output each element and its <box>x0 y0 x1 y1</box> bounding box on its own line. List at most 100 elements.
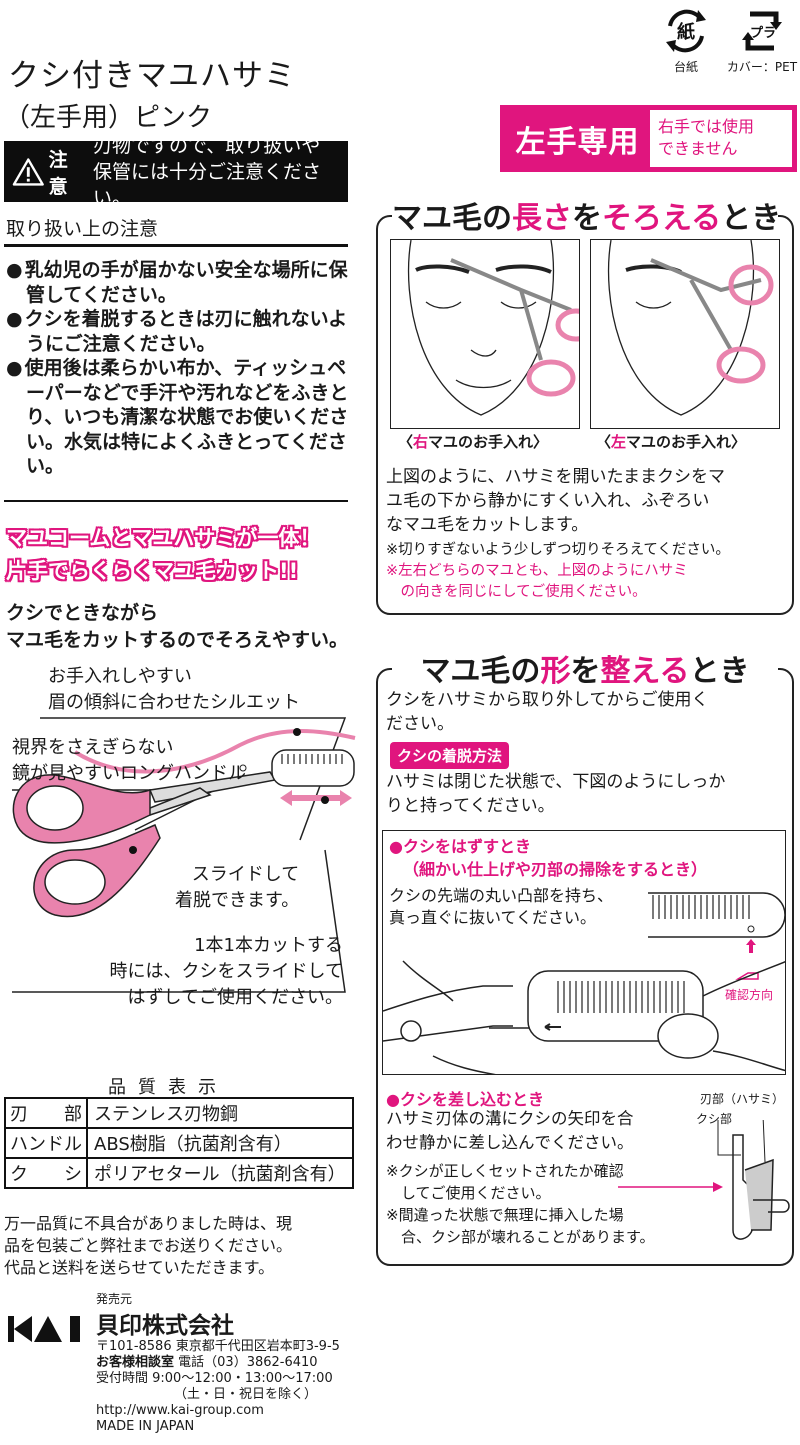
catchcopy-line: マユコームとマユハサミが一体！ <box>6 526 321 550</box>
instruction-line: 上図のように、ハサミを開いたままクシをマ <box>386 467 725 487</box>
warranty-line: 品を包装ごと弊社までお送りください。 <box>4 1236 293 1255</box>
caution-line: 刃物ですので、取り扱いや <box>93 134 321 157</box>
note-line: ※切りすぎないよう少しずつ切りそろえてください。 <box>386 542 730 558</box>
feature-line: 時には、クシをスライドして <box>109 961 343 982</box>
caution-label: 注意 <box>48 148 68 198</box>
catchcopy: マユコームとマユハサミが一体！ 片手でらくらくマユ毛カット!! <box>6 522 351 588</box>
caption-part: マユのお手入れ〉 <box>428 433 549 451</box>
feature-line: 眉の傾斜に合わせたシルエット <box>48 692 300 713</box>
origin: MADE IN JAPAN <box>96 1419 195 1434</box>
support-label: お客様相談室 <box>96 1355 175 1370</box>
title-line: （細かい仕上げや刃部の掃除をするとき） <box>403 860 708 879</box>
table-cell-key: クシ <box>4 1157 88 1189</box>
kai-logo-icon <box>8 1316 80 1342</box>
list-item: 乳幼児の手が届かない安全な場所に保管してください。 <box>6 258 351 307</box>
face-illustration-left-brow <box>590 239 780 429</box>
table-cell-key: 刃部 <box>4 1097 88 1129</box>
table-cell-key: ハンドル <box>4 1127 88 1159</box>
instruction-line: ださい。 <box>386 714 454 734</box>
caption-left-brow: 〈左マユのお手入れ〉 <box>596 431 746 452</box>
label-comb: クシ部 <box>696 1112 733 1126</box>
recycle-mark-paper: 紙 台紙 <box>656 6 716 75</box>
feature-line: お手入れしやすい <box>48 666 192 687</box>
panel-heading: マユ毛の長さをそろえるとき <box>392 193 782 237</box>
feature-line: 着脱できます。 <box>175 890 300 911</box>
remove-comb-box: ●クシをはずすとき （細かい仕上げや刃部の掃除をするとき） クシの先端の丸い凸部… <box>382 830 786 1075</box>
warning-triangle-icon <box>12 157 44 186</box>
note-line: 合、クシ部が壊れることがあります。 <box>386 1228 655 1246</box>
label-blade: 刃部（ハサミ） <box>700 1092 785 1106</box>
left-hand-only-banner: 左手専用 右手では使用 できません <box>500 105 797 172</box>
instruction-line: ハサミは閉じた状態で、下図のようにしっか <box>386 772 726 792</box>
table-row: 刃部ステンレス刃物鋼 <box>4 1097 354 1129</box>
svg-text:確認方向: 確認方向 <box>725 987 773 1002</box>
hours: 受付時間 9:00〜12:00・13:00〜17:00 <box>96 1371 333 1386</box>
title-line: ●クシをはずすとき <box>389 837 531 856</box>
company-contact: 〒101-8586 東京都千代田区岩本町3-9-5 お客様相談室 電話（03）3… <box>96 1339 340 1435</box>
website-link[interactable]: http://www.kai-group.com <box>96 1403 264 1418</box>
note-line: ※クシが正しくセットされたか確認 <box>386 1162 624 1180</box>
instruction-line: ユ毛の下から静かにすくい入れ、ふぞろい <box>386 491 710 511</box>
note-line-pink: の向きを同じにしてご使用ください。 <box>386 584 647 600</box>
warranty-line: 代品と送料を送らせていただきます。 <box>4 1258 275 1277</box>
comb-removal-illustration: 確認方向 <box>383 892 785 1074</box>
heading-part: とき <box>721 201 782 236</box>
feature-slide: スライドして 着脱できます。 <box>175 862 299 914</box>
warranty-line: 万一品質に不具合がありました時は、現 <box>4 1214 293 1233</box>
instruction-line: わせ静かに差し込んでください。 <box>386 1133 634 1152</box>
feature-line: 鏡が見やすいロングハンドル <box>12 763 246 784</box>
insert-comb-text: ハサミ刃体の溝にクシの矢印を合 わせ静かに差し込んでください。 <box>386 1107 634 1155</box>
caption-part: 〈 <box>398 433 414 451</box>
warning-line: 右手では使用 <box>658 117 755 136</box>
catchcopy-line: 片手でらくらくマユ毛カット!! <box>6 559 299 583</box>
catchcopy-sub-line: マユ毛をカットするのでそろえやすい。 <box>6 629 349 651</box>
paper-recycle-icon: 紙 <box>666 9 706 53</box>
face-illustration-right-brow <box>390 239 580 429</box>
phone: 電話（03）3862-6410 <box>178 1355 318 1370</box>
svg-text:プラ: プラ <box>750 26 776 41</box>
handling-list: 乳幼児の手が届かない安全な場所に保管してください。 クシを着脱するときは刃に触れ… <box>6 258 351 479</box>
trim-instructions: 上図のように、ハサミを開いたままクシをマ ユ毛の下から静かにすくい入れ、ふぞろい… <box>386 465 725 537</box>
instruction-line: ハサミ刃体の溝にクシの矢印を合 <box>386 1109 634 1128</box>
plastic-recycle-icon: プラ <box>742 11 782 51</box>
instruction-line: りと持ってください。 <box>386 796 555 816</box>
insert-comb-title: ●クシを差し込むとき <box>386 1090 544 1109</box>
table-cell-value: ABS樹脂（抗菌剤含有） <box>86 1127 354 1159</box>
support-line: お客様相談室 電話（03）3862-6410 <box>96 1355 340 1371</box>
closed-days: （土・日・祝日を除く） <box>174 1387 318 1402</box>
heading-part: を <box>570 654 601 689</box>
heading-highlight: 整える <box>600 654 690 689</box>
shape-instructions: クシをハサミから取り外してからご使用く ださい。 <box>386 688 709 736</box>
caption-highlight: 右 <box>413 433 429 451</box>
right-hand-warning: 右手では使用 できません <box>650 110 792 167</box>
instruction-line: クシの先端の丸い凸部を持ち、 <box>389 886 614 905</box>
caption-right-brow: 〈右マユのお手入れ〉 <box>398 431 548 452</box>
catchcopy-sub: クシでときながら マユ毛をカットするのでそろえやすい。 <box>6 600 348 654</box>
table-cell-value: ポリアセタール（抗菌剤含有） <box>86 1157 354 1189</box>
product-title: クシ付きマユハサミ <box>8 58 296 94</box>
divider <box>4 244 348 247</box>
remove-comb-text: クシの先端の丸い凸部を持ち、 真っ直ぐに抜いてください。 <box>389 885 613 929</box>
address: 〒101-8586 東京都千代田区岩本町3-9-5 <box>96 1339 340 1354</box>
feature-remove-comb: 1本1本カットする 時には、クシをスライドして はずしてご使用ください。 <box>48 933 343 1011</box>
warranty-note: 万一品質に不具合がありました時は、現 品を包装ごと弊社までお送りください。 代品… <box>4 1213 292 1279</box>
heading-part: とき <box>689 654 750 689</box>
seller-label: 発売元 <box>96 1292 133 1306</box>
caption-part: マユのお手入れ〉 <box>626 433 747 451</box>
divider <box>4 500 348 502</box>
svg-text:紙: 紙 <box>677 21 695 43</box>
note-line-pink: ※左右どちらのマユとも、上図のようにハサミ <box>386 563 688 579</box>
heading-highlight: 形 <box>540 654 571 689</box>
caution-banner: 注意 刃物ですので、取り扱いや 保管には十分ご注意ください。 <box>4 135 348 209</box>
instruction-line: 真っ直ぐに抜いてください。 <box>389 908 597 927</box>
caption-highlight: 左 <box>611 433 627 451</box>
note-line: してご使用ください。 <box>386 1184 551 1202</box>
recycle-mark-plastic: プラ カバー：PET <box>726 6 798 75</box>
instruction-line: なマユ毛をカットします。 <box>386 515 589 535</box>
product-subtitle: （左手用）ピンク <box>4 103 213 133</box>
heading-part: マユ毛の <box>420 654 541 689</box>
list-item: 使用後は柔らかい布か、ティッシュペーパーなどで手汗や汚れなどをふきとり、いつも清… <box>6 356 351 479</box>
warning-line: できません <box>658 139 738 158</box>
panel-shape-brows: マユ毛の形を整えるとき クシをハサミから取り外してからご使用く ださい。 クシの… <box>376 646 794 1266</box>
